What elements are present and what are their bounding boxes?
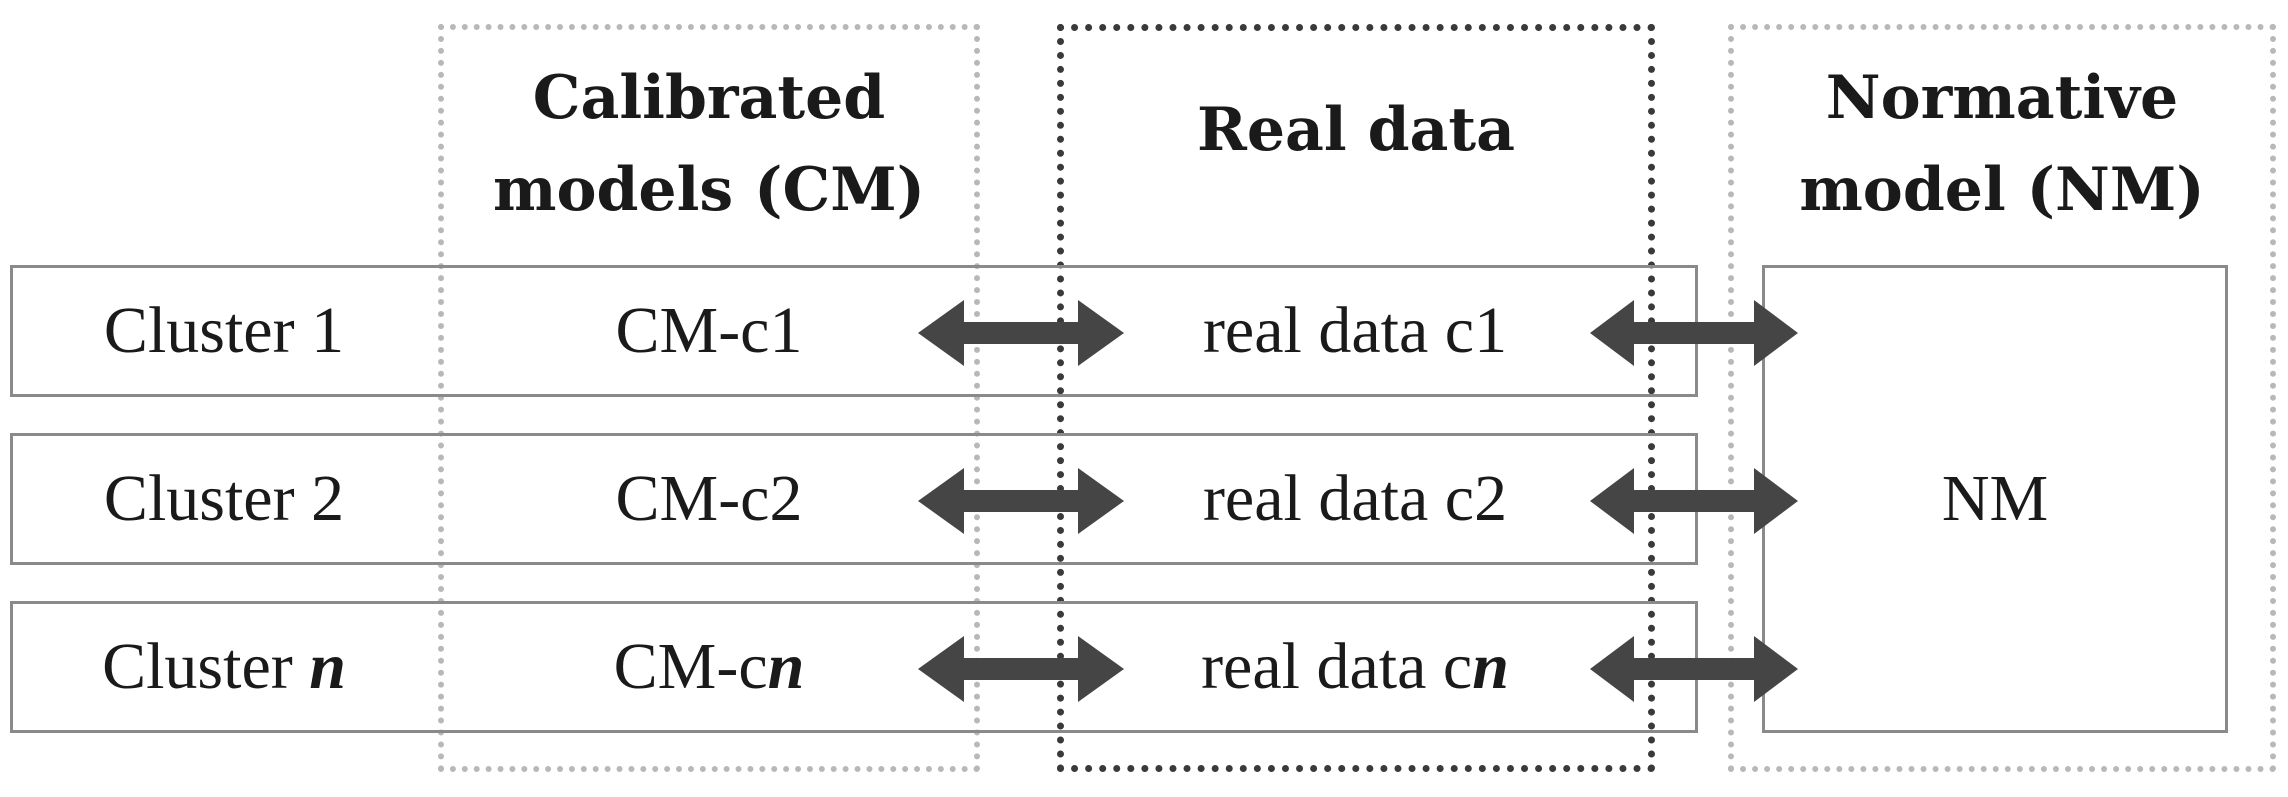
real-data-c2-label-text: real data c [1202,462,1475,535]
normative-model-header-line-2: model (NM) [1799,155,2205,225]
normative-model-header: Normative model (NM) [1728,52,2276,236]
cm-cn-label: CM-cn [438,602,980,732]
normative-model-label: NM [1941,462,2049,535]
arrow-real-data-c2-to-normative-model [1590,468,1798,534]
calibrated-models-header-line-1: Calibrated [532,63,886,133]
cluster-n-label-number: n [309,630,346,703]
cm-c1-label: CM-c1 [438,266,980,396]
real-data-cn-label: real data cn [1100,602,1610,732]
cm-c1-label-number: 1 [769,294,803,367]
calibrated-models-header-line-2: models (CM) [492,155,926,225]
arrow-cm-c1-to-real-data-c1 [918,300,1124,366]
cm-c1-label-text: CM-c [615,294,770,367]
real-data-c1-label-text: real data c [1202,294,1475,367]
cluster-1-label: Cluster 1 [10,266,438,396]
cm-c2-label: CM-c2 [438,434,980,564]
real-data-c1-label: real data c1 [1100,266,1610,396]
real-data-cn-label-text: real data c [1201,630,1473,703]
cm-cn-label-number: n [767,630,805,703]
calibrated-models-header: Calibrated models (CM) [438,52,980,236]
real-data-header: Real data [1196,95,1516,165]
real-data-c2-label-number: 2 [1474,462,1508,535]
cluster-2-label-text: Cluster [103,462,312,535]
cluster-1-label-text: Cluster [103,294,312,367]
real-data-c2-label: real data c2 [1100,434,1610,564]
arrow-cm-c2-to-real-data-c2 [918,468,1124,534]
arrow-real-data-cn-to-normative-model [1590,636,1798,702]
cluster-2-label: Cluster 2 [10,434,438,564]
arrow-cm-cn-to-real-data-cn [918,636,1124,702]
cm-c2-label-number: 2 [769,462,803,535]
cluster-n-label: Cluster n [10,602,438,732]
normative-model-group-frame [1728,24,2276,772]
cm-c2-label-text: CM-c [615,462,770,535]
cluster-2-label-number: 2 [311,462,345,535]
cluster-n-label-text: Cluster [102,630,310,703]
calibrated-models-group-frame [438,24,980,772]
cm-cn-label-text: CM-c [613,630,768,703]
arrow-real-data-c1-to-normative-model [1590,300,1798,366]
real-data-c1-label-number: 1 [1474,294,1508,367]
normative-model-header-line-1: Normative [1825,63,2179,133]
normative-model-box: NM [1762,265,2228,733]
real-data-cn-label-number: n [1472,630,1509,703]
cluster-1-label-number: 1 [311,294,345,367]
real-data-group-frame [1057,24,1655,772]
